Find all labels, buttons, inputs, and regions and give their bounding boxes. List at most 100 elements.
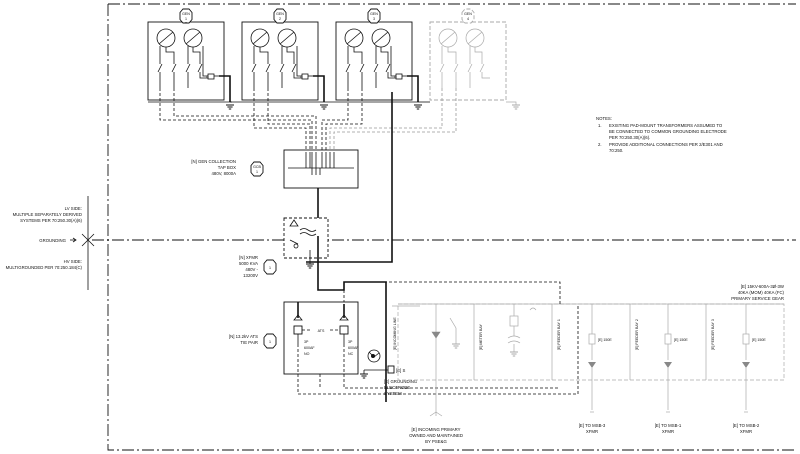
fuse-label-1: [E] 150E bbox=[598, 338, 612, 342]
svg-text:2.: 2. bbox=[598, 142, 602, 147]
xfmr-label: [N] XFMR 5000 KVA 480V - 13200V bbox=[239, 255, 259, 278]
svg-text:3P: 3P bbox=[304, 340, 309, 344]
bay-feeder-2-label: [E] FEEDER BAY 2 bbox=[635, 319, 639, 350]
svg-text:XFMR: XFMR bbox=[662, 429, 674, 434]
svg-text:1: 1 bbox=[269, 340, 271, 344]
svg-text:3P: 3P bbox=[348, 340, 353, 344]
svg-text:NC: NC bbox=[348, 352, 354, 356]
generator-1[interactable] bbox=[147, 21, 225, 101]
svg-text:[N] GEN COLLECTION: [N] GEN COLLECTION bbox=[191, 159, 236, 164]
meter-bay bbox=[507, 304, 537, 357]
primary-service-gear[interactable] bbox=[392, 303, 785, 381]
bay-feeder-1-label: [E] FEEDER BAY 1 bbox=[557, 319, 561, 350]
svg-text:4: 4 bbox=[467, 17, 469, 21]
feeder-bay-1[interactable] bbox=[588, 304, 596, 410]
svg-text:BE CONNECTED TO COMMON GROUNDI: BE CONNECTED TO COMMON GROUNDING ELECTRO… bbox=[609, 129, 727, 134]
gen-tag-1: GEN 1 bbox=[179, 8, 193, 24]
svg-text:PROVIDE ADDITIONAL CONNECTIONS: PROVIDE ADDITIONAL CONNECTIONS PER 2/E30… bbox=[609, 142, 723, 147]
svg-text:[E] TO MSB-1: [E] TO MSB-1 bbox=[655, 423, 682, 428]
ground-s-label: [E] S bbox=[396, 368, 405, 373]
svg-text:TIE PAIR: TIE PAIR bbox=[240, 340, 258, 345]
svg-text:GCB: GCB bbox=[253, 165, 261, 169]
gen-g-label-3: G bbox=[394, 75, 397, 79]
svg-text:[E] TO MSB-3: [E] TO MSB-3 bbox=[579, 423, 606, 428]
ats-to-gear-dashed bbox=[344, 281, 561, 304]
switchgear-label: [E] 15KV-600A-3Ø-3W 40KA (MOM) 40KA (FC)… bbox=[731, 284, 785, 301]
svg-text:[E] 15KV-600A-3Ø-3W: [E] 15KV-600A-3Ø-3W bbox=[741, 284, 785, 289]
hv-side-label: HV SIDE: MULTIGROUNDED PER 70:250.184(C) bbox=[6, 259, 83, 270]
svg-text:600AF: 600AF bbox=[304, 346, 315, 350]
svg-text:GEN: GEN bbox=[370, 12, 378, 16]
svg-text:600AF: 600AF bbox=[348, 346, 359, 350]
gen-ground-bus bbox=[148, 75, 521, 110]
svg-text:MULTIPLE SEPARATELY DERIVED: MULTIPLE SEPARATELY DERIVED bbox=[13, 212, 82, 217]
svg-text:[N] 13.2kV ATS: [N] 13.2kV ATS bbox=[229, 334, 258, 339]
svg-text:PRIMARY SERVICE GEAR: PRIMARY SERVICE GEAR bbox=[731, 296, 784, 301]
gcb-tag: GCB 1 bbox=[250, 161, 264, 177]
bay-feeder-3-label: [E] FEEDER BAY 3 bbox=[711, 319, 715, 350]
gen-tag-4: GEN 4 bbox=[461, 8, 475, 24]
ats-left-breaker-label: 3P 600AF NO bbox=[304, 340, 315, 356]
svg-text:[E] INCOMING PRIMARY: [E] INCOMING PRIMARY bbox=[411, 427, 460, 432]
output-msb-3: [E] TO MSB-3 XFMR bbox=[579, 411, 606, 434]
grounding-conductor bbox=[306, 92, 393, 263]
gen-collection-label: [N] GEN COLLECTION TAP BOX 480V, 8000A bbox=[191, 159, 236, 176]
svg-text:70:250.: 70:250. bbox=[609, 148, 623, 153]
svg-text:480V -: 480V - bbox=[245, 267, 258, 272]
output-msb-2: [E] TO MSB-2 XFMR bbox=[733, 411, 760, 434]
grounding-electrode-label: [E] GROUNDING ELECTRODE SYSTEM bbox=[384, 379, 418, 396]
svg-text:LV SIDE:: LV SIDE: bbox=[65, 206, 82, 211]
feeder-bay-2[interactable] bbox=[664, 304, 672, 410]
generator-3[interactable] bbox=[335, 21, 413, 101]
svg-text:BY PSE&G: BY PSE&G bbox=[425, 439, 447, 444]
ats-label: [N] 13.2kV ATS TIE PAIR bbox=[229, 334, 258, 345]
svg-text:GEN: GEN bbox=[276, 12, 284, 16]
ats-center-label: ATS bbox=[318, 329, 325, 333]
generator-4-future[interactable] bbox=[429, 21, 507, 101]
output-msb-1: [E] TO MSB-1 XFMR bbox=[655, 411, 682, 434]
svg-text:SYSTEM: SYSTEM bbox=[384, 391, 402, 396]
gen-g-label-2: G bbox=[300, 75, 303, 79]
svg-text:3: 3 bbox=[373, 17, 375, 21]
ats-output bbox=[297, 304, 579, 395]
grounding-label: GROUNDING bbox=[39, 237, 77, 243]
ats-tag: 1 bbox=[263, 333, 277, 349]
svg-text:1: 1 bbox=[269, 266, 271, 270]
svg-text:NO: NO bbox=[304, 352, 310, 356]
fuse-label-2: [E] 150E bbox=[674, 338, 688, 342]
fuse-label-3: [E] 150E bbox=[752, 338, 766, 342]
svg-text:1: 1 bbox=[256, 170, 258, 174]
gen-g-label-1: G bbox=[206, 75, 209, 79]
incoming-primary-icon bbox=[429, 400, 443, 417]
incoming-primary-label: [E] INCOMING PRIMARY OWNED AND MAINTAINE… bbox=[409, 427, 463, 444]
svg-text:OWNED AND MAINTAINED: OWNED AND MAINTAINED bbox=[409, 433, 463, 438]
bay-incoming-line-label: [E] INCOMING LINE bbox=[393, 317, 397, 350]
svg-text:SYSTEMS PER 70:250.30(A)(6): SYSTEMS PER 70:250.30(A)(6) bbox=[20, 218, 82, 223]
ats-tie-pair[interactable] bbox=[283, 301, 359, 375]
svg-text:1: 1 bbox=[185, 17, 187, 21]
svg-text:XFMR: XFMR bbox=[740, 429, 752, 434]
boundary-line bbox=[107, 4, 796, 451]
svg-text:[E] TO MSB-2: [E] TO MSB-2 bbox=[733, 423, 760, 428]
svg-text:EXISTING PAD-MOUNT TRANSFORMER: EXISTING PAD-MOUNT TRANSFORMERS ASSUMED … bbox=[609, 123, 723, 128]
svg-text:XFMR: XFMR bbox=[586, 429, 598, 434]
hv-feeder bbox=[317, 258, 387, 402]
svg-text:[N] XFMR: [N] XFMR bbox=[239, 255, 258, 260]
ats-right-breaker-label: 3P 600AF NC bbox=[348, 340, 359, 356]
svg-text:5000 KVA: 5000 KVA bbox=[239, 261, 258, 266]
ats-output-2 bbox=[343, 344, 560, 389]
generator-2[interactable] bbox=[241, 21, 319, 101]
svg-text:GEN: GEN bbox=[464, 12, 472, 16]
gen-collection-tap-box[interactable] bbox=[283, 149, 359, 189]
svg-text:480V, 8000A: 480V, 8000A bbox=[212, 171, 237, 176]
transformer[interactable] bbox=[283, 217, 329, 259]
incoming-line-bay bbox=[431, 304, 461, 400]
gen-tag-2: GEN 2 bbox=[273, 8, 287, 24]
svg-text:HV SIDE:: HV SIDE: bbox=[64, 259, 82, 264]
svg-text:NOTES:: NOTES: bbox=[596, 116, 612, 121]
svg-text:MULTIGROUNDED PER 70:250.184(C: MULTIGROUNDED PER 70:250.184(C) bbox=[6, 265, 83, 270]
xfmr-tag: 1 bbox=[263, 259, 277, 275]
svg-text:GEN: GEN bbox=[182, 12, 190, 16]
svg-text:13200V: 13200V bbox=[243, 273, 258, 278]
feeder-bay-3[interactable] bbox=[742, 304, 750, 410]
